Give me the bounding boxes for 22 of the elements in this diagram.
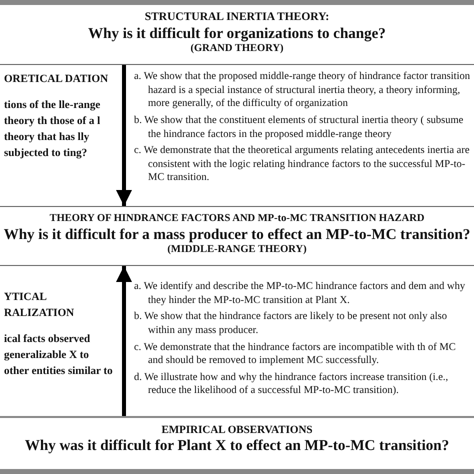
list-item: d. We illustrate how and why the hindrance factors increase transition (i.e., reduce the likelihood of a successful MP-to-MC transition). [134,370,450,398]
list-item: c. We demonstrate that the theoretical arguments relating antecedents inertia are consistent with the logic relating hindrance factors to the successful MP-to-MC transition. [134,144,470,186]
section-heading: YTICAL RALIZATION [4,290,76,321]
theory-level: (MIDDLE-RANGE THEORY) [166,244,308,256]
research-question: Why is it difficult for organizations to change? [87,24,387,43]
theory-heading: THEORY OF HINDRANCE FACTORS AND MP-to-MC TRANSITION HAZARD [48,213,426,226]
research-question: Why is it difficult for a mass producer to effect an MP-to-MC transition? [2,226,472,244]
theory-heading: STRUCTURAL INERTIA THEORY: [144,11,330,25]
section-heading: ORETICAL DATION [4,72,110,87]
list-item: c. We demonstrate that the hindrance factors are incompatible with th of MC and should be removed to implement MC successfully. [134,340,457,368]
arrow [116,65,132,206]
theory-band [0,416,474,474]
theory-band [0,0,474,65]
list-item: a. We identify and describe the MP-to-MC hindrance factors and dem and why they hinder the MP-to-MC transition at Plant X. [134,280,466,308]
question-text: ical facts observed generalizable X to other entities similar to [4,332,114,379]
arrow [116,266,132,416]
research-question: Why was it difficult for Plant X to effect an MP-to-MC transition? [24,437,450,456]
theory-band [0,206,474,266]
list-item: b. We show that the hindrance factors are likely to be present not only also within any mass producer. [134,310,448,338]
theory-level: (GRAND THEORY) [189,42,285,56]
question-text: tions of the lle-range theory th those of a l theory that has lly subjected to ting? [4,98,102,161]
section-heading: EMPIRICAL OBSERVATIONS [160,424,314,438]
